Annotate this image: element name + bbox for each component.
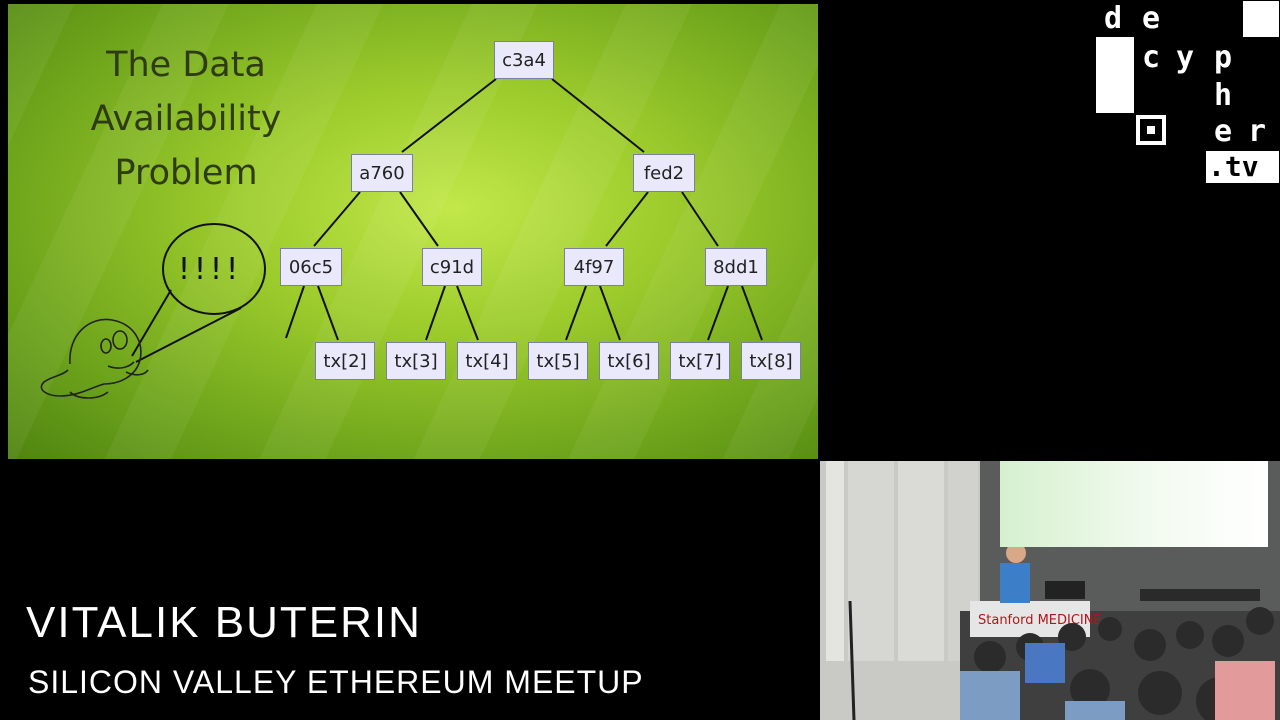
tree-node-fed2: fed2 xyxy=(633,154,695,192)
tree-node-8dd1: 8dd1 xyxy=(705,248,767,286)
logo-letter-e: e xyxy=(1142,1,1161,36)
logo-tv: .tv xyxy=(1208,150,1259,183)
logo-letter-p: p xyxy=(1214,40,1233,75)
camera-view: Stanford MEDICINE xyxy=(820,461,1280,720)
ghost-drawing xyxy=(40,318,149,399)
logo-block xyxy=(1134,37,1280,75)
tree-node-06c5: 06c5 xyxy=(280,248,342,286)
speech-bubble xyxy=(131,223,266,363)
slide-title-line-1: The Data xyxy=(106,45,266,85)
logo-block xyxy=(1096,113,1280,151)
tree-node-c91d: c91d xyxy=(422,248,482,286)
camera-scene: Stanford MEDICINE xyxy=(820,461,1280,720)
logo-square-icon xyxy=(1136,115,1166,145)
tree-node-root: c3a4 xyxy=(494,41,554,79)
merkle-tree-edges xyxy=(40,78,763,399)
tree-leaf-tx2: tx[2] xyxy=(315,342,375,380)
tree-leaf-tx3: tx[3] xyxy=(386,342,446,380)
speaker-name: VITALIK BUTERIN xyxy=(26,598,422,647)
slide-background-rays xyxy=(8,4,818,459)
logo-letter-r: r xyxy=(1248,114,1267,149)
slide-panel: The Data Availability Problem xyxy=(8,4,818,459)
tree-node-4f97: 4f97 xyxy=(564,248,624,286)
slide-title-line-2: Availability xyxy=(90,99,282,139)
logo-block xyxy=(1096,1,1243,37)
logo-letter-e2: e xyxy=(1214,114,1233,149)
tree-leaf-tx6: tx[6] xyxy=(599,342,659,380)
podium-sign: Stanford MEDICINE xyxy=(978,613,1102,628)
tree-leaf-tx5: tx[5] xyxy=(528,342,588,380)
tree-leaf-tx8: tx[8] xyxy=(741,342,801,380)
logo-letter-d: d xyxy=(1104,1,1123,36)
slide-title: The Data Availability Problem xyxy=(66,38,306,200)
logo-letter-h: h xyxy=(1214,78,1233,113)
bubble-text: !!!! xyxy=(178,252,243,287)
tree-node-a760: a760 xyxy=(351,154,413,192)
tree-leaf-tx7: tx[7] xyxy=(670,342,730,380)
projector-screen xyxy=(1000,461,1268,547)
event-name: SILICON VALLEY ETHEREUM MEETUP xyxy=(28,664,644,700)
logo-letter-c: c xyxy=(1142,40,1161,75)
slide-title-line-3: Problem xyxy=(114,153,258,193)
decypher-tv-logo: d e c y p h e r .tv xyxy=(1095,0,1280,185)
logo-letter-y: y xyxy=(1176,40,1195,75)
tree-leaf-tx4: tx[4] xyxy=(457,342,517,380)
logo-block xyxy=(1134,75,1280,113)
logo-block xyxy=(1096,151,1206,185)
